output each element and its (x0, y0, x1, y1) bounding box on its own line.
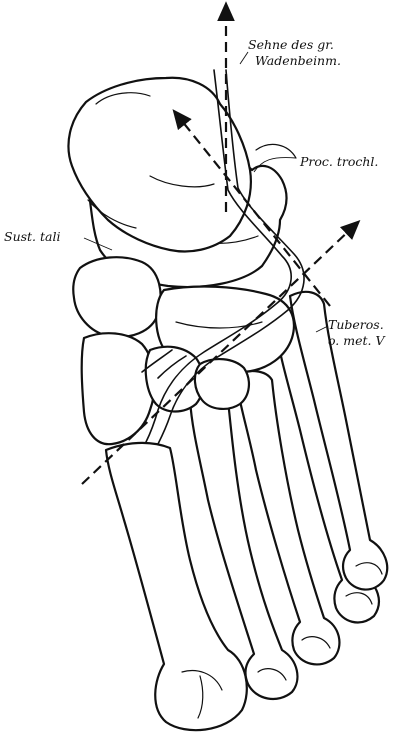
medial-cuneiform (82, 333, 155, 444)
navicular (73, 257, 160, 337)
label-proc-trochl: Proc. trochl. (300, 155, 378, 169)
label-tendon-line1: Sehne des gr. (248, 38, 334, 52)
label-sust-tali: Sust. tali (4, 230, 60, 244)
label-tuberos-line2: o. met. V (328, 334, 385, 348)
label-tendon-line2: Wadenbeinm. (255, 54, 341, 68)
label-tuberos-line1: Tuberos. (328, 318, 384, 332)
